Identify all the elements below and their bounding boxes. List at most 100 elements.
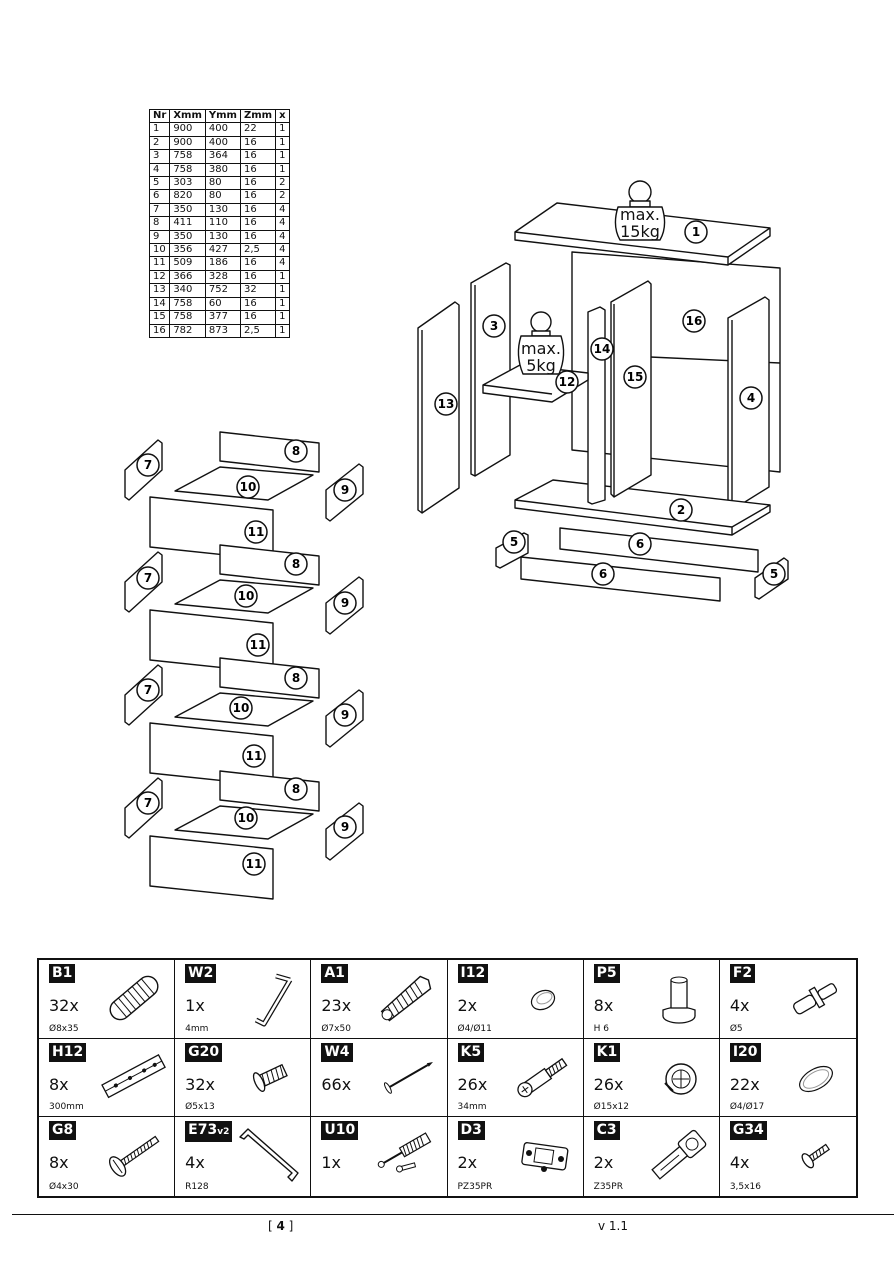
- table-cell: 12: [148, 269, 171, 285]
- hardware-code: I12: [457, 964, 489, 983]
- table-cell: 130: [204, 229, 241, 245]
- hardware-code: W2: [185, 964, 217, 983]
- hardware-quantity: 4x: [729, 1153, 750, 1173]
- svg-text:4: 4: [747, 391, 755, 405]
- callout-9-c: 9: [333, 703, 357, 727]
- table-cell: 4: [275, 243, 290, 258]
- weight-shelf-line1: max.: [521, 339, 561, 358]
- hardware-spec: Ø15x12: [593, 1102, 629, 1113]
- top-edge: [514, 231, 729, 258]
- hardware-quantity: 26x: [457, 1074, 488, 1094]
- foot-glide-icon: [662, 976, 696, 1024]
- svg-text:8: 8: [292, 557, 300, 571]
- table-cell: 900: [169, 135, 206, 151]
- callout-5-left: 5: [502, 530, 526, 554]
- svg-text:9: 9: [341, 708, 349, 722]
- callout-2: 2: [669, 498, 693, 522]
- table-cell: 2: [275, 189, 290, 204]
- table-cell: 411: [169, 216, 206, 231]
- hardware-quantity: 2x: [457, 1153, 478, 1173]
- wall-plug-icon: [380, 975, 431, 1022]
- table-cell: 14: [148, 296, 171, 312]
- cam-bolt-icon: [516, 1057, 568, 1097]
- hardware-spec: 300mm: [49, 1102, 84, 1113]
- shelf-edge: [482, 384, 553, 395]
- table-cell: 350: [169, 202, 206, 218]
- svg-text:1: 1: [692, 225, 700, 239]
- callout-8-a: 8: [284, 439, 308, 463]
- table-cell: 2,5: [239, 323, 277, 338]
- weight-icon-shelf: [517, 311, 565, 375]
- parts-table-header-cell: x: [275, 108, 290, 124]
- drawer-4: [124, 770, 364, 900]
- svg-text:8: 8: [292, 671, 300, 685]
- svg-text:8: 8: [292, 782, 300, 796]
- hardware-code-text: F2: [732, 965, 753, 981]
- callout-11-a: 11: [244, 520, 268, 544]
- table-cell: 873: [204, 323, 241, 338]
- document-version: v 1.1: [598, 1219, 628, 1233]
- allen-key-icon: [255, 973, 293, 1027]
- cover-cap-icon: [530, 989, 555, 1011]
- part-3-inner-side: [470, 262, 511, 477]
- callout-11-b: 11: [246, 633, 270, 657]
- top-edge-right: [727, 227, 771, 258]
- large-cap-icon: [799, 1065, 833, 1092]
- hardware-code-text: G34: [732, 1122, 764, 1139]
- table-cell: 13: [148, 283, 171, 298]
- hardware-quantity: 66x: [321, 1074, 352, 1094]
- bottom-edge-right: [731, 504, 771, 528]
- wood-screw-icon: [109, 1135, 160, 1178]
- hardware-quantity: 8x: [49, 1074, 69, 1094]
- callout-6-rear: 6: [628, 532, 652, 556]
- hardware-quantity: 23x: [321, 996, 352, 1015]
- callout-9-b: 9: [333, 591, 357, 615]
- hinge-icon: [651, 1130, 707, 1181]
- table-cell: 1: [275, 283, 290, 298]
- table-cell: 1: [275, 323, 290, 338]
- table-cell: 10: [148, 243, 171, 258]
- svg-text:16: 16: [686, 314, 703, 328]
- parts-table-header-cell: Nr: [148, 108, 171, 124]
- table-cell: 509: [169, 256, 206, 271]
- table-cell: 1: [275, 149, 290, 164]
- part-15-divider: [610, 280, 652, 498]
- callout-7-a: 7: [136, 453, 160, 477]
- table-cell: 782: [169, 323, 206, 338]
- svg-text:5: 5: [770, 567, 778, 581]
- page-number-value: 4: [276, 1219, 285, 1233]
- svg-text:12: 12: [559, 375, 576, 389]
- wall-anchor-kit-icon: [377, 1132, 431, 1173]
- svg-text:11: 11: [248, 525, 265, 539]
- callout-11-c: 11: [242, 744, 266, 768]
- svg-text:5: 5: [510, 535, 518, 549]
- hardware-spec: 3,5x16: [729, 1181, 761, 1192]
- table-cell: 1: [275, 296, 290, 312]
- hardware-spec: Ø4/Ø11: [457, 1023, 492, 1034]
- callout-1: 1: [684, 220, 708, 244]
- callout-6-front: 6: [591, 562, 615, 586]
- hardware-spec: H 6: [593, 1023, 610, 1034]
- svg-text:9: 9: [341, 483, 349, 497]
- svg-text:9: 9: [341, 820, 349, 834]
- cam-lock-icon: [664, 1062, 697, 1095]
- hardware-quantity: 32x: [185, 1074, 215, 1094]
- svg-text:15: 15: [627, 370, 644, 384]
- callout-7-d: 7: [136, 791, 160, 815]
